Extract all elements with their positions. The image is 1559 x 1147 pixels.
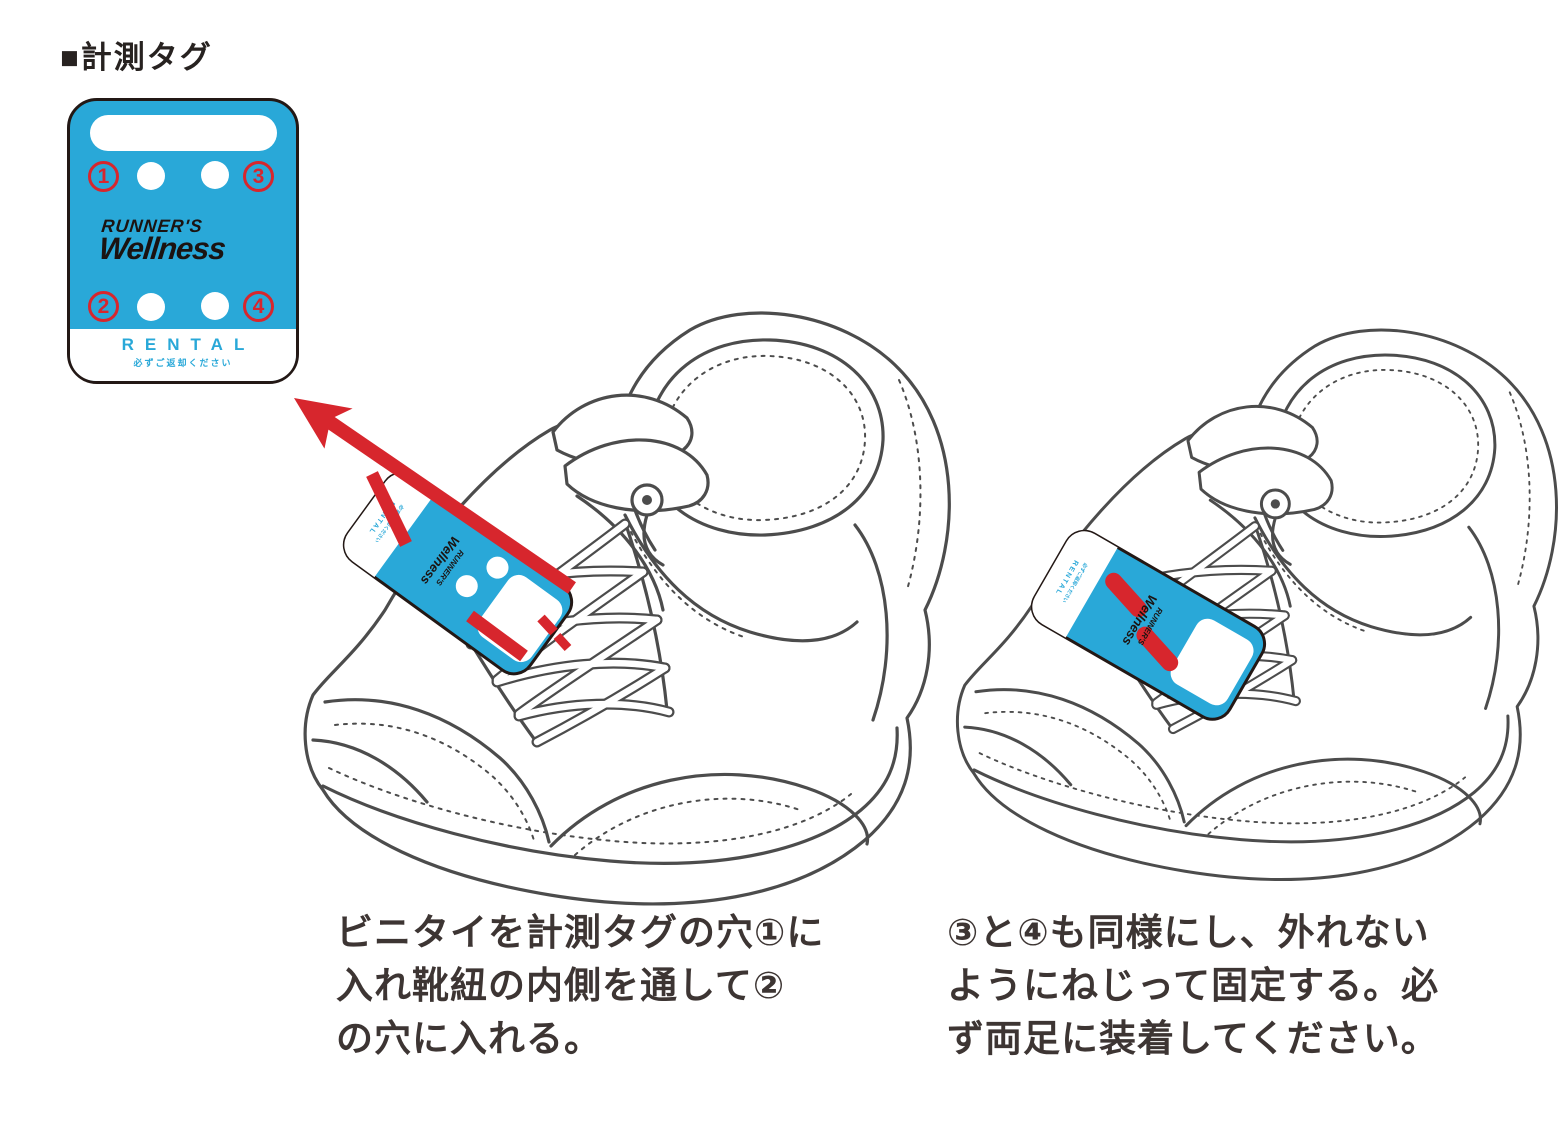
caption-left-line3: の穴に入れる。 — [336, 1018, 602, 1059]
right-shoe-tag: RENTAL 必ずご返却ください RUNNER'S Wellness — [1030, 529, 1267, 721]
rental-label: RENTAL — [121, 335, 256, 354]
arrowhead — [294, 398, 353, 449]
tag-hole-top-right — [201, 161, 229, 189]
caption-right-line2: ようにねじって固定する。必 — [947, 965, 1440, 1006]
caption-right: ③と④も同様にし、外れない ようにねじって固定する。必 ず両足に装着してください… — [947, 906, 1439, 1065]
tie-glimpse — [553, 632, 572, 652]
measurement-tag: 1 3 RUNNER'S Wellness 2 4 RENTAL 必ずご返却くだ… — [67, 98, 299, 384]
left-shoe-drawing — [305, 313, 949, 904]
caption-left-line2: 入れ靴紐の内側を通して② — [336, 965, 786, 1006]
tag-write-in-strip — [90, 115, 277, 151]
tag-hole-bottom-left — [137, 293, 165, 321]
right-tag-rental-band — [1032, 531, 1118, 638]
left-tag-hole — [486, 556, 509, 579]
brand-line2: Wellness — [97, 231, 227, 266]
caption-left: ビニタイを計測タグの穴①に 入れ靴紐の内側を通して② の穴に入れる。 — [336, 906, 824, 1065]
caption-left-line1: ビニタイを計測タグの穴①に — [336, 912, 825, 953]
twisted-tie — [1105, 572, 1147, 618]
twisted-tie — [1136, 626, 1179, 672]
rental-note: 必ずご返却ください — [133, 358, 233, 368]
tag-hole-bottom-right — [201, 292, 229, 320]
tie-glimpse — [537, 614, 558, 636]
right-tag-label-area — [1170, 618, 1254, 706]
hole-number-1: 1 — [88, 161, 119, 192]
threading-arrow — [294, 398, 576, 662]
hole-number-3: 3 — [243, 161, 274, 192]
rental-band: RENTAL 必ずご返却ください — [70, 329, 296, 381]
section-heading: ■計測タグ — [60, 40, 213, 75]
tie-segment — [466, 610, 528, 662]
tag-hole-top-left — [137, 162, 165, 190]
hole-number-4: 4 — [243, 291, 274, 322]
brand-logo: RUNNER'S Wellness — [97, 216, 278, 266]
caption-right-line3: ず両足に装着してください。 — [947, 1018, 1439, 1059]
left-tag-hole — [455, 575, 478, 598]
tie-segment — [366, 471, 412, 547]
hole-number-2: 2 — [88, 291, 119, 322]
caption-right-line1: ③と④も同様にし、外れない — [947, 912, 1430, 953]
